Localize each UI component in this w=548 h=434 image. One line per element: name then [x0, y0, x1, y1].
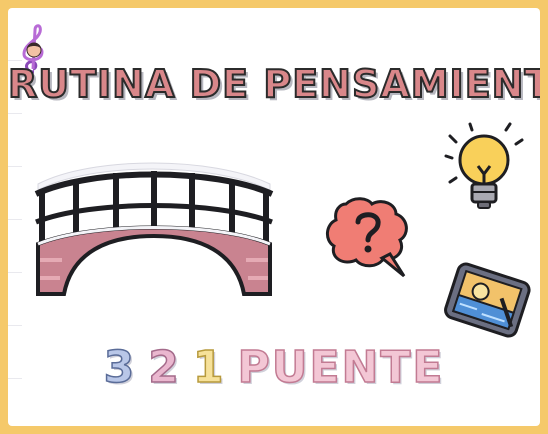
question-bubble-icon: [326, 197, 408, 278]
music-clef-avatar-icon: [22, 24, 44, 74]
number-two: 2: [147, 341, 181, 394]
number-three: 3: [103, 341, 137, 394]
number-one: 1: [192, 341, 226, 394]
drawing-tablet-icon: [444, 262, 531, 338]
page-title: RUTINA DE PENSAMIENTO: [8, 61, 540, 107]
light-bulb-icon: [444, 122, 524, 209]
slide-card: RUTINA DE PENSAMIENTO: [8, 8, 540, 426]
word-puente: PUENTE: [237, 341, 445, 394]
gridlines: [8, 8, 22, 426]
bridge-icon: [34, 162, 274, 296]
